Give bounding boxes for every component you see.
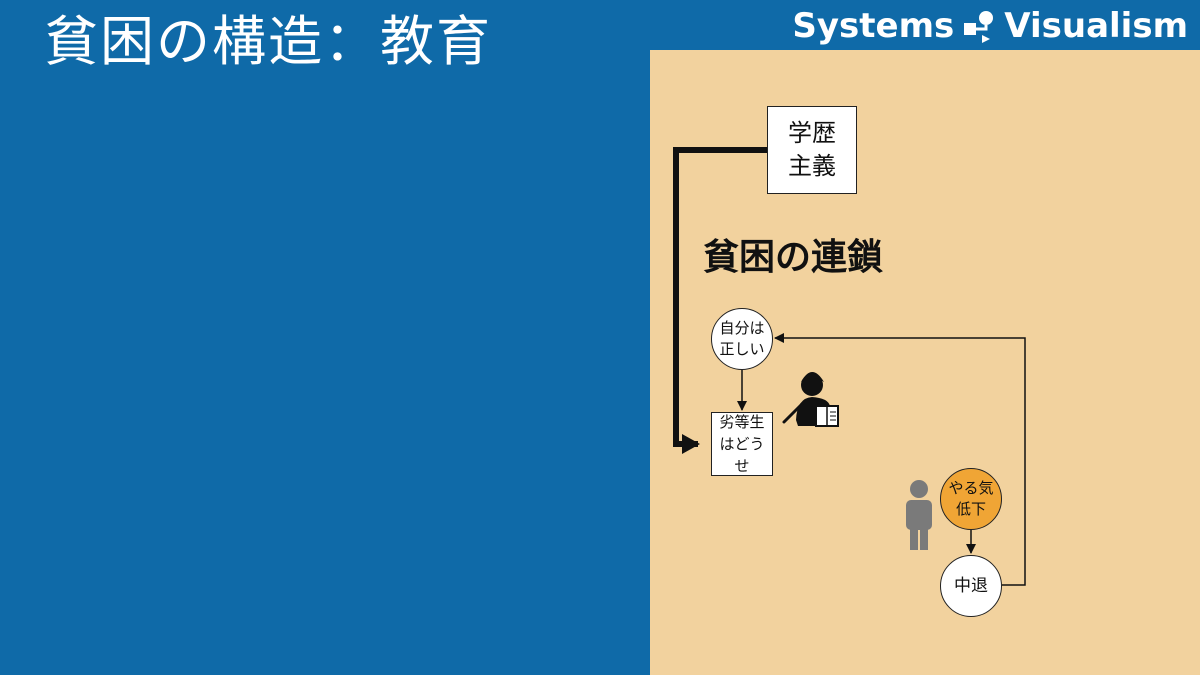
- node-yaruki: やる気低下: [940, 468, 1002, 530]
- causal-loop-diagram: [673, 147, 1026, 586]
- brand-text: Systems: [792, 6, 955, 46]
- node-retto: 劣等生はどうせ: [711, 412, 773, 476]
- brand-text-2: Visualism: [1004, 6, 1188, 46]
- link-chutai-to-jibun: [774, 333, 1026, 586]
- teacher-icon: [782, 372, 839, 427]
- chain-label: 貧困の連鎖: [703, 237, 884, 278]
- systems-visualism-logo-icon: [962, 9, 996, 43]
- node-gakureki: 学歴主義: [767, 106, 857, 194]
- thick-link-gakureki-to-retto: [673, 147, 767, 454]
- brand-logo: Systems Visualism: [792, 6, 1188, 46]
- node-chutai: 中退: [940, 555, 1002, 617]
- student-icon: [906, 480, 932, 550]
- node-jibun: 自分は正しい: [711, 308, 773, 370]
- slide-title: 貧困の構造：教育: [44, 10, 492, 73]
